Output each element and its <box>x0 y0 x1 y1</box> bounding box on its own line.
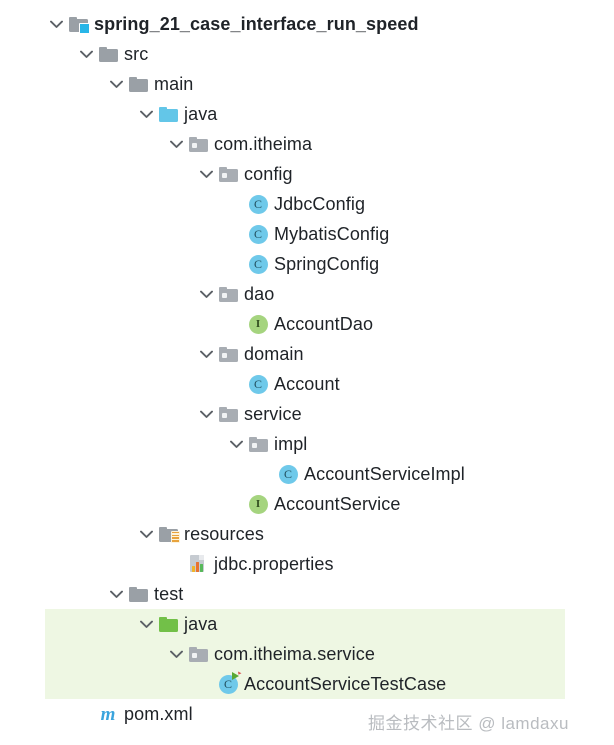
expand-chevron-icon[interactable] <box>105 579 127 609</box>
folder-package-icon <box>217 163 239 185</box>
tree-row-label: test <box>154 584 184 604</box>
tree-indent-spacer <box>225 309 247 339</box>
tree-row[interactable]: src <box>0 39 614 69</box>
tree-indent-spacer <box>225 249 247 279</box>
java-interface-icon: I <box>247 493 269 515</box>
tree-row-label: resources <box>184 524 264 544</box>
tree-row-label: config <box>244 164 293 184</box>
expand-chevron-icon[interactable] <box>165 129 187 159</box>
java-interface-icon: I <box>247 313 269 335</box>
tree-indent-spacer <box>225 489 247 519</box>
java-class-icon: C <box>277 463 299 485</box>
java-class-icon: C <box>247 373 269 395</box>
tree-row-label: pom.xml <box>124 704 193 724</box>
expand-chevron-icon[interactable] <box>75 39 97 69</box>
java-test-class-icon: C <box>217 671 241 695</box>
folder-gray-icon <box>127 583 149 605</box>
folder-package-icon <box>247 433 269 455</box>
tree-row-label: jdbc.properties <box>214 554 334 574</box>
tree-row[interactable]: spring_21_case_interface_run_speed <box>0 9 614 39</box>
watermark-text: 掘金技术社区 @ lamdaxu <box>368 714 569 733</box>
tree-indent-spacer <box>225 369 247 399</box>
folder-project-icon <box>67 13 90 35</box>
tree-row[interactable]: jdbc.properties <box>0 549 614 579</box>
tree-row[interactable]: config <box>0 159 614 189</box>
folder-test-source-root-icon <box>157 613 179 635</box>
tree-row-label: AccountDao <box>274 314 374 334</box>
expand-chevron-icon[interactable] <box>195 399 217 429</box>
tree-row-label: com.itheima <box>214 134 313 154</box>
expand-chevron-icon[interactable] <box>135 99 157 129</box>
tree-row[interactable]: com.itheima <box>0 129 614 159</box>
tree-row[interactable]: domain <box>0 339 614 369</box>
folder-package-icon <box>217 283 239 305</box>
java-class-icon: C <box>247 253 269 275</box>
tree-row-label: java <box>184 614 218 634</box>
tree-indent-spacer <box>225 219 247 249</box>
expand-chevron-icon[interactable] <box>135 519 157 549</box>
folder-resources-root-icon <box>157 523 180 545</box>
expand-chevron-icon[interactable] <box>135 609 157 639</box>
tree-indent-spacer <box>195 669 217 699</box>
tree-row-label: service <box>244 404 302 424</box>
expand-chevron-icon[interactable] <box>105 69 127 99</box>
expand-chevron-icon[interactable] <box>45 9 67 39</box>
tree-row[interactable]: java <box>0 99 614 129</box>
folder-package-icon <box>217 403 239 425</box>
tree-row[interactable]: main <box>0 69 614 99</box>
expand-chevron-icon[interactable] <box>165 639 187 669</box>
expand-chevron-icon[interactable] <box>195 339 217 369</box>
tree-row-label: Account <box>274 374 340 394</box>
tree-row[interactable]: service <box>0 399 614 429</box>
java-class-icon: C <box>247 193 269 215</box>
tree-row-label: com.itheima.service <box>214 644 375 664</box>
folder-package-icon <box>187 643 209 665</box>
tree-row[interactable]: impl <box>0 429 614 459</box>
folder-gray-icon <box>97 43 119 65</box>
tree-row-label: java <box>184 104 218 124</box>
tree-indent-spacer <box>255 459 277 489</box>
tree-row-label: SpringConfig <box>274 254 380 274</box>
tree-indent-spacer <box>75 699 97 729</box>
expand-chevron-icon[interactable] <box>195 279 217 309</box>
properties-file-icon <box>187 553 209 575</box>
tree-row-label: dao <box>244 284 275 304</box>
tree-row-label: JdbcConfig <box>274 194 366 214</box>
maven-pom-icon: m <box>100 703 116 725</box>
tree-row-label: src <box>124 44 149 64</box>
tree-row-label: AccountServiceTestCase <box>244 674 447 694</box>
java-class-icon: C <box>247 223 269 245</box>
tree-row-label: domain <box>244 344 304 364</box>
tree-row-label: spring_21_case_interface_run_speed <box>94 14 419 34</box>
folder-gray-icon <box>127 73 149 95</box>
tree-row[interactable]: resources <box>0 519 614 549</box>
folder-source-root-icon <box>157 103 179 125</box>
tree-row[interactable]: java <box>0 609 614 639</box>
tree-indent-spacer <box>225 189 247 219</box>
folder-package-icon <box>187 133 209 155</box>
tree-row-label: impl <box>274 434 308 454</box>
tree-row[interactable]: test <box>0 579 614 609</box>
tree-row-label: main <box>154 74 194 94</box>
test-scope-highlight-band <box>45 609 565 699</box>
folder-package-icon <box>217 343 239 365</box>
expand-chevron-icon[interactable] <box>195 159 217 189</box>
tree-row[interactable]: m pom.xml <box>0 699 614 729</box>
tree-row-label: MybatisConfig <box>274 224 390 244</box>
tree-row-label: AccountServiceImpl <box>304 464 465 484</box>
tree-row-label: AccountService <box>274 494 401 514</box>
expand-chevron-icon[interactable] <box>225 429 247 459</box>
tree-row[interactable]: dao <box>0 279 614 309</box>
tree-indent-spacer <box>165 549 187 579</box>
tree-row[interactable]: com.itheima.service <box>0 639 614 669</box>
